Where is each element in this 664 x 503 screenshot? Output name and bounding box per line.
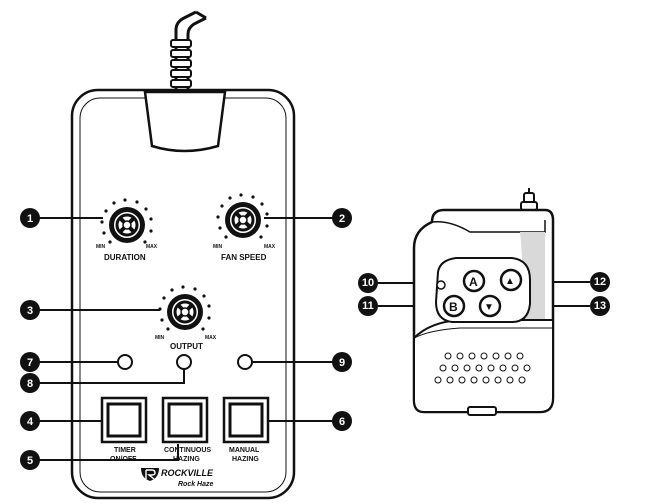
wireless-remote: A ▲ B ▼ (412, 188, 555, 416)
remote-button-up[interactable]: ▲ (499, 268, 523, 292)
svg-text:12: 12 (594, 276, 606, 288)
svg-text:1: 1 (27, 213, 33, 225)
svg-text:7: 7 (27, 357, 33, 369)
timer-label-line1: TIMER (114, 447, 136, 454)
output-min-label: MIN (155, 335, 165, 341)
model-name: Rock Haze (178, 481, 214, 488)
remote-antenna (520, 188, 538, 211)
continuous-label-line2: HAZING (173, 456, 200, 463)
svg-text:2: 2 (339, 213, 345, 225)
remote-lower-cover (413, 319, 554, 413)
callout-7: 7 (20, 352, 40, 372)
svg-text:4: 4 (27, 416, 34, 428)
continuous-indicator-led (176, 354, 192, 370)
svg-text:6: 6 (339, 416, 345, 428)
svg-text:13: 13 (594, 300, 606, 312)
power-cable (170, 10, 197, 97)
cable-strain-relief (170, 39, 192, 88)
callout-4: 4 (20, 411, 40, 431)
duration-max-label: MAX (146, 244, 158, 250)
duration-label: DURATION (104, 253, 146, 262)
cable-collar (143, 90, 227, 153)
manual-indicator-led (237, 354, 253, 370)
svg-text:11: 11 (362, 300, 374, 312)
callout-3: 3 (20, 300, 40, 320)
callout-1: 1 (20, 208, 40, 228)
rockville-logo-icon (141, 468, 159, 481)
remote-grille-holes (434, 352, 531, 384)
continuous-hazing-button[interactable] (161, 396, 209, 444)
duration-min-label: MIN (96, 244, 106, 250)
output-knob[interactable] (158, 285, 211, 331)
output-knob-ticks (158, 285, 211, 331)
remote-button-b[interactable]: B (442, 294, 466, 318)
remote-button-a[interactable]: A (462, 269, 486, 293)
controller-body (70, 88, 296, 500)
callout-13: 13 (590, 296, 610, 316)
manual-label-line1: MANUAL (229, 447, 260, 454)
svg-text:10: 10 (362, 277, 374, 289)
fan-speed-label: FAN SPEED (221, 253, 267, 262)
fan-speed-max-label: MAX (264, 244, 276, 250)
callout-11: 11 (358, 296, 378, 316)
fan-speed-min-label: MIN (213, 244, 223, 250)
callout-5: 5 (20, 450, 40, 470)
svg-text:▼: ▼ (484, 302, 494, 313)
manual-label-line2: HAZING (232, 456, 259, 463)
svg-text:A: A (469, 275, 478, 289)
callout-9: 9 (332, 352, 352, 372)
svg-text:3: 3 (27, 305, 33, 317)
fan-speed-knob-ticks (216, 193, 269, 239)
remote-button-down[interactable]: ▼ (478, 294, 502, 318)
timer-indicator-led (117, 354, 133, 370)
remote-clip-slot (467, 406, 497, 416)
svg-text:B: B (449, 300, 458, 314)
remote-status-led (436, 280, 446, 290)
output-max-label: MAX (205, 335, 217, 341)
duration-knob-ticks (100, 198, 153, 244)
remote-upper-shell (431, 220, 546, 233)
svg-text:8: 8 (27, 378, 33, 390)
callout-10: 10 (358, 273, 378, 293)
fan-speed-knob[interactable] (216, 193, 269, 239)
brand-name: ROCKVILLE (161, 468, 214, 478)
continuous-label-line1: CONTINUOUS (164, 447, 211, 454)
callout-8: 8 (20, 373, 40, 393)
timer-button[interactable] (100, 396, 148, 444)
callout-12: 12 (590, 272, 610, 292)
svg-text:9: 9 (339, 357, 345, 369)
svg-text:▲: ▲ (505, 276, 515, 287)
wired-controller: MIN MAX DURATION MIN MAX FAN SPEED (70, 10, 296, 500)
duration-knob[interactable] (100, 198, 153, 244)
svg-text:5: 5 (27, 455, 33, 467)
callout-6: 6 (332, 411, 352, 431)
output-label: OUTPUT (170, 342, 203, 351)
callout-2: 2 (332, 208, 352, 228)
manual-hazing-button[interactable] (222, 396, 270, 444)
